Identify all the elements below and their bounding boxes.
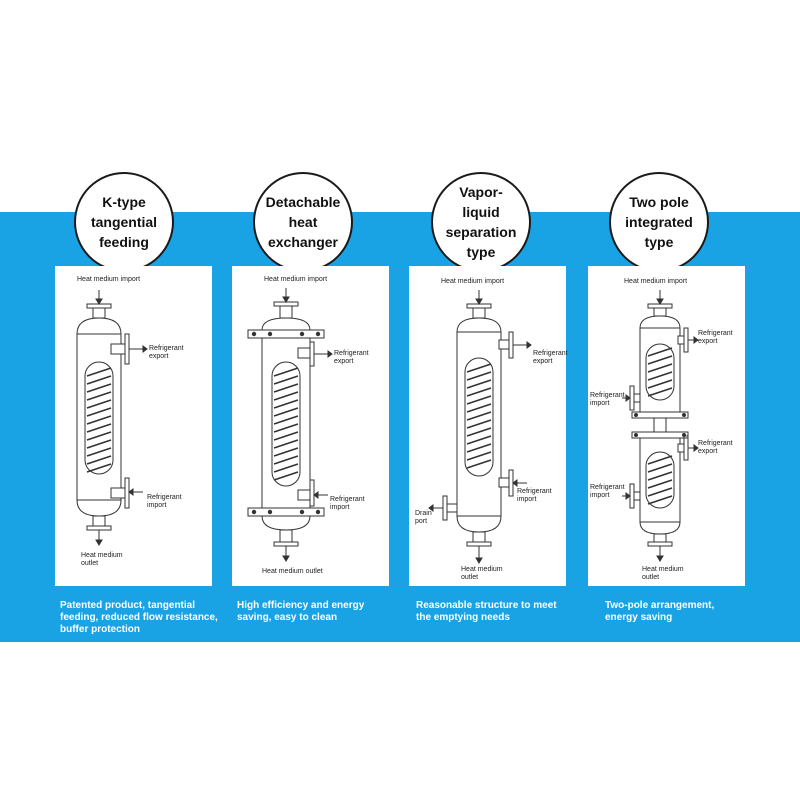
panel-2-description: High efficiency and energy saving, easy …: [237, 600, 365, 623]
flange-bolts: [251, 331, 321, 515]
heat-medium-import-label: Heat medium import: [264, 276, 328, 283]
heat-medium-outlet-label: Heat medium outlet: [262, 568, 323, 575]
heat-medium-outlet-label: Heat medium outlet: [461, 566, 503, 581]
refrigerant-export-label: Refrigerant export: [533, 350, 568, 365]
tube-bundle: [273, 367, 299, 481]
drain-port-label: Drain port: [415, 510, 432, 525]
heat-medium-import-label: Heat medium import: [441, 278, 505, 285]
panel-3-diagram: Heat medium import Refrigerant export Re…: [409, 266, 568, 586]
refrigerant-export-label-lower: Refrigerant export: [698, 440, 733, 455]
panel-1-title: K-type tangential feeding: [74, 172, 174, 272]
tube-bundle: [86, 367, 112, 473]
refrigerant-import-label: Refrigerant import: [517, 488, 552, 503]
panel-4-title: Two pole integrated type: [609, 172, 709, 272]
refrigerant-export-label: Refrigerant export: [149, 345, 184, 360]
tube-bundle: [466, 363, 492, 469]
panel-2-diagram: Heat medium import Refrigerant export Re…: [232, 266, 389, 586]
refrigerant-import-label: Refrigerant import: [330, 496, 365, 511]
two-pole-exchanger-drawing: [622, 290, 699, 562]
heat-medium-import-label: Heat medium import: [77, 276, 141, 283]
panel-3-description: Reasonable structure to meet the emptyin…: [416, 600, 557, 623]
refrigerant-export-label: Refrigerant export: [334, 350, 369, 365]
refrigerant-import-label-upper: Refrigerant import: [590, 392, 625, 407]
panel-2-title: Detachable heat exchanger: [253, 172, 353, 272]
refrigerant-export-label-upper: Refrigerant export: [698, 330, 733, 345]
heat-medium-import-label: Heat medium import: [624, 278, 688, 285]
vapor-liquid-exchanger-drawing: [428, 290, 532, 564]
tube-bundle: [647, 347, 673, 505]
panel-4-description: Two-pole arrangement, energy saving: [605, 600, 715, 623]
panel-3-title: Vapor-liquid separation type: [431, 172, 531, 272]
panel-4-diagram: Heat medium import Refrigerant export Re…: [588, 266, 745, 586]
k-type-exchanger-drawing: [76, 290, 148, 546]
flange-bolts: [634, 413, 686, 437]
refrigerant-import-label-lower: Refrigerant import: [590, 484, 625, 499]
panel-1-diagram: Heat medium import Refrigerant export Re…: [55, 266, 212, 586]
panel-1-description: Patented product, tangential feeding, re…: [60, 600, 218, 635]
heat-medium-outlet-label: Heat medium outlet: [642, 566, 684, 581]
refrigerant-import-label: Refrigerant import: [147, 494, 182, 509]
heat-medium-outlet-label: Heat medium outlet: [81, 552, 123, 567]
detachable-exchanger-drawing: [247, 288, 333, 562]
